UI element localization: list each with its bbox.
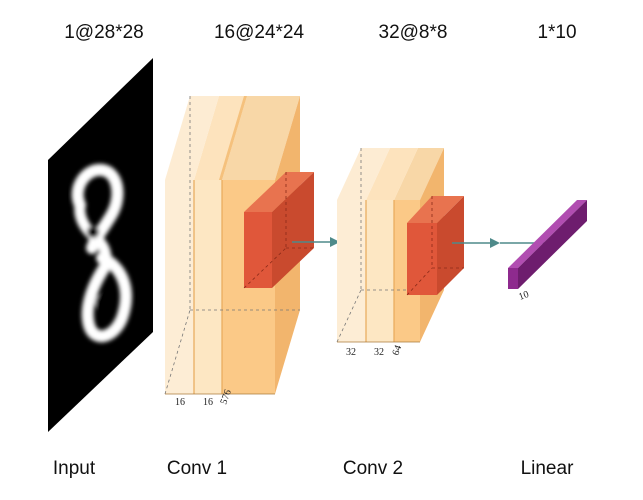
linear-stage-label: Linear	[521, 458, 574, 479]
conv2-slab-3-top	[394, 148, 444, 200]
conv1-shape-label: 16@24*24	[214, 22, 305, 43]
linear-top	[508, 200, 587, 268]
conv2-dim-b: 32	[374, 347, 384, 358]
conv1-slab-2-top	[194, 96, 247, 180]
conv1-dim-c: 576	[218, 388, 233, 406]
conv2-dim-a: 32	[346, 347, 356, 358]
conv2-slab-1-top	[337, 148, 390, 200]
input-stage-label: Input	[53, 458, 96, 479]
conv2-slab-2-front	[366, 200, 394, 342]
conv2-dim-c: 64	[390, 344, 404, 357]
conv1-block: 16 16 576	[164, 96, 314, 408]
conv1-dim-a: 16	[175, 397, 185, 408]
conv1-slab-2-side	[219, 96, 247, 180]
linear-block: 10	[508, 200, 587, 303]
linear-dim-a: 10	[517, 289, 530, 303]
linear-front	[508, 268, 518, 289]
conv2-block: 32 32 64	[336, 148, 464, 358]
input-shape-label: 1@28*28	[64, 22, 144, 43]
conv1-slab-3-top	[222, 96, 300, 180]
conv2-kernel-cube	[406, 196, 464, 296]
conv1-slab-1-top	[165, 96, 219, 180]
conv1-slab-1-front	[165, 180, 194, 394]
conv2-stage-label: Conv 2	[343, 458, 403, 479]
input-image	[48, 58, 153, 432]
conv2-slab-2-top	[366, 148, 418, 200]
conv2-slab-1-front	[337, 200, 366, 342]
conv1-stage-label: Conv 1	[167, 458, 227, 479]
linear-side	[518, 200, 587, 289]
conv1-kernel-cube	[243, 172, 314, 289]
conv1-slab-2-front	[194, 180, 222, 394]
conv2-shape-label: 32@8*8	[379, 22, 448, 43]
conv1-dim-b: 16	[203, 397, 213, 408]
digit-eight-glyph	[71, 163, 132, 343]
linear-shape-label: 1*10	[537, 22, 576, 43]
